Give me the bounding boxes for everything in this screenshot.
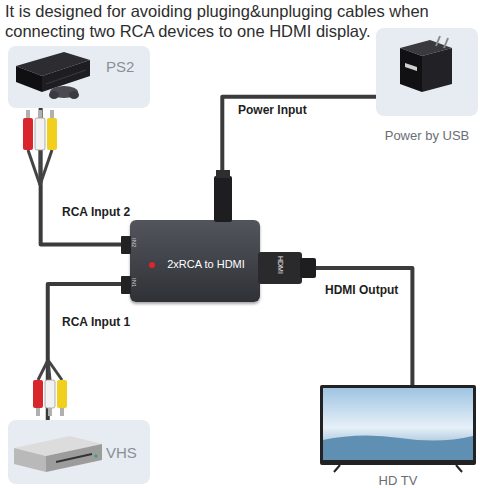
rca-plugs-bottom-part [57,380,67,408]
rca-plugs-bottom-part [45,380,55,408]
converter-parts [121,170,316,294]
converter-parts-part [149,262,155,268]
node-text: 2xRCA to HDMI [158,258,254,270]
vhs-player-part [14,436,102,456]
device-panel: Power by USB [376,28,478,116]
ps2-console-part [49,91,59,99]
converter-parts-part [258,252,302,284]
usb-power-adapter-part [422,48,452,92]
rca-plugs-bottom-part [36,408,40,416]
tv-set-part [456,465,462,472]
tv-set-part [323,388,473,460]
node-text: HD TV [318,473,478,488]
cable-label: RCA Input 1 [62,315,130,329]
rca-plugs-bottom-part [33,380,43,408]
usb-power-adapter-part [405,63,417,71]
rca-plugs-bottom-part [38,360,48,380]
vhs-player-part [14,448,46,472]
rca-plugs-bottom-part [48,408,52,416]
ps2-console-part [50,86,78,98]
rca-plugs-top-part [28,150,40,185]
port-label: IN1 [131,278,137,287]
rca-plugs-top-part [26,110,30,119]
cable-label: RCA Input 2 [62,205,130,219]
rca-plugs-top-part [39,150,42,185]
rca-plugs-top-part [35,118,45,150]
vhs-player [14,436,102,472]
tv-set-part [334,465,340,472]
ps2-console-part [16,66,42,92]
rca-plugs-bottom-part [60,408,64,416]
node-text: PS2 [106,58,150,75]
usb-power-adapter-part [400,40,452,56]
ps2-console-part [16,52,90,76]
usb-power-adapter-part [400,48,422,92]
usb-power-adapter-part [444,38,448,48]
rca-plugs-bottom [33,360,67,416]
vhs-player-part [56,454,92,462]
vhs-player-part [46,444,102,472]
cable-label: HDMI Output [325,283,398,297]
rca-plugs-top-part [40,150,52,185]
device-panel: VHS [8,420,150,484]
tv-set-part [323,435,473,460]
ps2-console [16,52,90,99]
cable-label: Power Input [238,103,307,117]
connector-label: HDMI [277,256,284,274]
rca-plugs-top [23,110,57,185]
ps2-console-part [46,70,86,84]
tv-set-part [320,385,476,465]
usb-power-adapter [400,36,452,92]
usb-power-adapter-part [436,36,440,46]
converter-parts-part [300,258,316,278]
converter-parts-part [121,276,131,294]
rca-plugs-top-part [38,110,42,119]
node-text: VHS [106,444,150,461]
cable-connector [48,284,130,420]
cable-connector [260,268,412,385]
rca-plugs-bottom-part [48,360,62,380]
converter-box: 2xRCA to HDMI [130,220,260,302]
display-device: HD TV [318,385,478,488]
cable-connector [41,108,130,245]
rca-plugs-top-part [23,118,33,150]
diagram-title: It is designed for avoiding pluging&unpl… [5,1,477,41]
rca-plugs-top-part [47,118,57,150]
ps2-console-part [42,60,90,92]
vhs-player-part [95,455,98,458]
converter-parts-part [216,170,230,178]
converter-parts-part [121,236,131,254]
port-label: IN2 [131,238,137,247]
tv-set [320,385,476,472]
device-panel: PS2 [8,46,150,108]
ps2-console-part [69,91,79,99]
cable-connector [222,97,376,220]
rca-plugs-top-part [50,110,54,119]
rca-plugs-bottom-part [48,360,50,380]
node-text: Power by USB [370,128,480,143]
converter-parts-part [214,176,232,222]
